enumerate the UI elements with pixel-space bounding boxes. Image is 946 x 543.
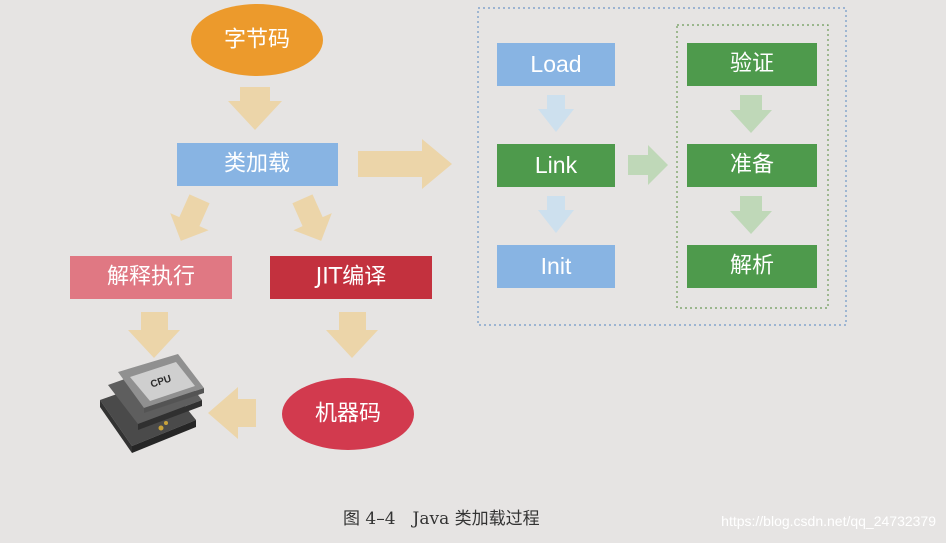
load-label: Load [530, 51, 581, 77]
prepare-label: 准备 [730, 153, 774, 178]
watermark: https://blog.csdn.net/qq_24732379 [721, 513, 936, 529]
arrow-verify-to-prepare [730, 95, 772, 133]
init-node [497, 245, 615, 288]
class-loading-detail-panel [477, 7, 847, 326]
arrow-link-to-verify-group [628, 145, 668, 185]
verify-label: 验证 [730, 52, 774, 77]
arrow-loading-to-jit [292, 194, 332, 241]
interpret-label: 解释执行 [107, 265, 195, 290]
arrow-loading-to-detail [358, 139, 452, 189]
interpret-node [70, 256, 232, 299]
init-label: Init [541, 253, 572, 279]
class-loading-label: 类加载 [224, 152, 290, 177]
resolve-label: 解析 [730, 254, 774, 279]
jit-node [270, 256, 432, 299]
link-node [497, 144, 615, 187]
arrow-bytecode-to-loading [228, 87, 282, 130]
figure-caption: 图 4–4 Java 类加载过程 [343, 509, 540, 529]
arrow-machine-code-to-cpu [208, 387, 256, 439]
cpu-chip-image: CPU [100, 354, 204, 453]
bytecode-label: 字节码 [224, 28, 290, 53]
machine-code-label: 机器码 [315, 402, 381, 427]
linking-substeps-panel [676, 24, 829, 309]
arrow-interpret-to-cpu [128, 312, 180, 358]
prepare-node [687, 144, 817, 187]
arrow-prepare-to-resolve [730, 196, 772, 234]
arrow-loading-to-interpret [170, 194, 210, 241]
verify-node [687, 43, 817, 86]
link-label: Link [535, 152, 578, 178]
arrow-link-to-init [538, 196, 574, 233]
load-node [497, 43, 615, 86]
machine-code-node [282, 378, 414, 450]
arrow-load-to-link [538, 95, 574, 132]
bytecode-node [191, 4, 323, 76]
jit-label: JIT编译 [314, 265, 386, 290]
arrow-jit-to-machine-code [326, 312, 378, 358]
resolve-node [687, 245, 817, 288]
class-loading-node [177, 143, 338, 186]
